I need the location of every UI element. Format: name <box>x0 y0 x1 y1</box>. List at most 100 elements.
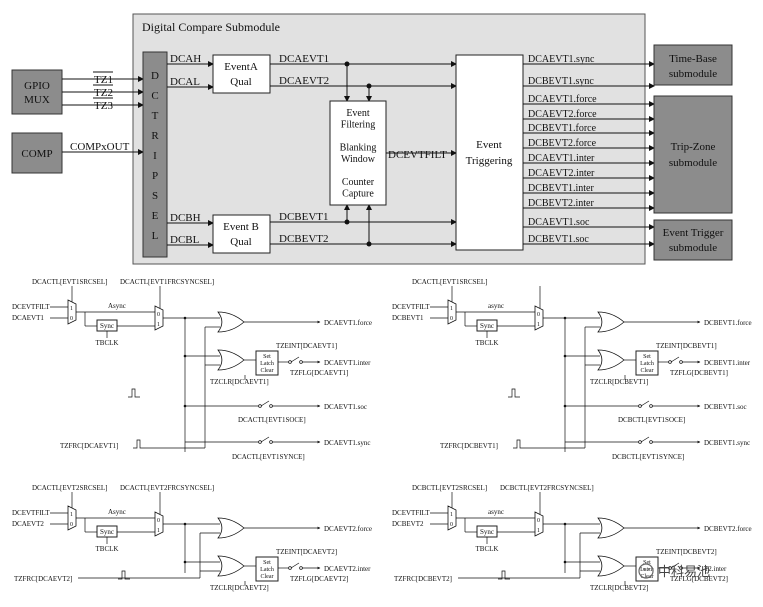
inter-or-gate <box>217 349 245 371</box>
async-label: async <box>488 302 504 310</box>
filter-text-line: Counter <box>342 177 375 188</box>
sync-select-label: DCACTL[EVT1SYNCE] <box>232 453 305 461</box>
logic-panel: DCACTL[EVT1SRCSEL]DCEVTFILTDCBEVT110asyn… <box>392 278 752 461</box>
filter-text-line: Event <box>346 108 370 119</box>
trig-line2: Triggering <box>466 155 513 167</box>
sync-label: Sync <box>100 528 114 536</box>
latch-text: Clear <box>641 368 654 374</box>
dctripsel-letter: R <box>151 130 159 142</box>
output-label: DCAEVT1.force <box>528 94 597 105</box>
force-or-gate <box>217 517 245 539</box>
set-latch-clear-block <box>635 350 659 376</box>
tzflg-label: TZFLG[DCBEVT1] <box>670 369 728 377</box>
trig-line1: Event <box>476 139 502 151</box>
tzclr-label: TZCLR[DCAEVT1] <box>210 378 269 386</box>
latch-text: Clear <box>261 574 274 580</box>
tzflg-label: TZFLG[DCBEVT2] <box>670 575 728 583</box>
output-label: DCBEVT1.force <box>528 123 597 134</box>
set-latch-clear-block <box>255 556 279 582</box>
output-inter-label: DCAEVT2.inter <box>324 565 371 573</box>
dcbh-label: DCBH <box>170 212 201 224</box>
tzclr-label: TZCLR[DCBEVT1] <box>590 378 648 386</box>
output-force-label: DCAEVT1.force <box>324 319 372 327</box>
mux-input-1: 1 <box>70 512 73 518</box>
dcah-label: DCAH <box>170 53 201 65</box>
tz2-label: TZ2 <box>94 87 113 99</box>
filter-text-line: Capture <box>342 189 374 200</box>
filter-text-line: Blanking <box>340 143 377 154</box>
dctripsel-letter: I <box>153 150 157 162</box>
trigger-outputs: DCAEVT1.syncDCBEVT1.syncDCAEVT1.forceDCA… <box>523 54 655 247</box>
tzflg-label: TZFLG[DCAEVT1] <box>290 369 348 377</box>
inter-or-gate <box>597 349 625 371</box>
mux-input-0: 0 <box>70 316 73 322</box>
event-triggering-block <box>455 54 524 251</box>
tzfrc-label: TZFRC[DCAEVT2] <box>14 575 72 583</box>
event-filtering-block <box>329 100 387 206</box>
tzfrc-label: TZFRC[DCBEVT1] <box>440 442 498 450</box>
mux-input-1: 1 <box>537 528 540 534</box>
eventb-line2: Qual <box>230 236 251 248</box>
output-soc-label: DCAEVT1.soc <box>324 403 367 411</box>
mux-input-1: 1 <box>450 512 453 518</box>
tripzone-line1: Trip-Zone <box>671 141 716 153</box>
logic-panel: DCACTL[EVT2SRCSEL]DCACTL[EVT2FRCSYNCSEL]… <box>12 484 372 592</box>
comp-block <box>11 132 63 174</box>
latch-text: Clear <box>261 368 274 374</box>
tzeint-label: TZEINT[DCAEVT1] <box>276 342 337 350</box>
mux-input-0: 0 <box>450 316 453 322</box>
latch-text: Set <box>643 354 651 360</box>
dctripsel-letter: E <box>152 210 159 222</box>
force-or-gate <box>217 311 245 333</box>
tzfrc-label: TZFRC[DCBEVT2] <box>394 575 452 583</box>
latch-text: Latch <box>260 361 274 367</box>
dctripsel-letter: S <box>152 190 158 202</box>
latch-text: Set <box>263 560 271 566</box>
tz1-label: TZ1 <box>94 74 113 86</box>
panel-title: Digital Compare Submodule <box>142 20 280 34</box>
tbclk-label: TBCLK <box>476 545 499 553</box>
event-b-qual-block <box>212 214 271 254</box>
compxout-label: COMPxOUT <box>70 141 130 153</box>
tbclk-label: TBCLK <box>96 545 119 553</box>
sync-select-label: DCBCTL[EVT1SYNCE] <box>612 453 684 461</box>
dctripsel-letter: T <box>152 110 159 122</box>
tzflg-label: TZFLG[DCAEVT2] <box>290 575 348 583</box>
dctripsel-letter: P <box>152 170 158 182</box>
mux-input-0: 0 <box>537 312 540 318</box>
inter-or-gate <box>597 555 625 577</box>
tbclk-label: TBCLK <box>96 339 119 347</box>
eventb-line1: Event B <box>223 221 259 233</box>
soc-select-label: DCBCTL[EVT1SOCE] <box>618 416 685 424</box>
dcaevt1-label: DCAEVT1 <box>279 53 329 65</box>
comp-label: COMP <box>21 148 52 160</box>
evttrig-line2: submodule <box>669 242 717 254</box>
latch-text: Latch <box>640 361 654 367</box>
output-label: DCBEVT2.inter <box>528 198 594 209</box>
tzclr-label: TZCLR[DCAEVT2] <box>210 584 269 592</box>
mux-input-1: 1 <box>157 528 160 534</box>
latch-text: Latch <box>640 567 654 573</box>
dcbl-label: DCBL <box>170 234 200 246</box>
force-or-gate <box>597 311 625 333</box>
output-sync-label: DCAEVT1.sync <box>324 439 370 447</box>
event-trigger-block <box>653 219 733 261</box>
eventa-line2: Qual <box>230 76 251 88</box>
src-select-label: DCACTL[EVT1SRCSEL] <box>32 278 107 286</box>
set-latch-clear-block <box>255 350 279 376</box>
watermark-text: 中科易池 <box>658 565 710 580</box>
wechat-icon <box>638 563 654 579</box>
mux-input-0: 0 <box>157 518 160 524</box>
top-block-diagram: Digital Compare Submodule GPIO MUX COMP … <box>11 13 733 265</box>
filter-text-line: Window <box>341 154 376 165</box>
output-label: DCAEVT1.sync <box>528 54 595 65</box>
dcaevt2-label: DCAEVT2 <box>279 75 329 87</box>
output-label: DCBEVT1.sync <box>528 76 594 87</box>
src-select-label: DCACTL[EVT2SRCSEL] <box>32 484 107 492</box>
frc-select-label: DCACTL[EVT1FRCSYNCSEL] <box>120 278 214 286</box>
output-sync-label: DCBEVT1.sync <box>704 439 750 447</box>
eventa-line1: EventA <box>224 61 258 73</box>
tz3-label: TZ3 <box>94 100 113 112</box>
dctripsel-letter: C <box>151 90 158 102</box>
